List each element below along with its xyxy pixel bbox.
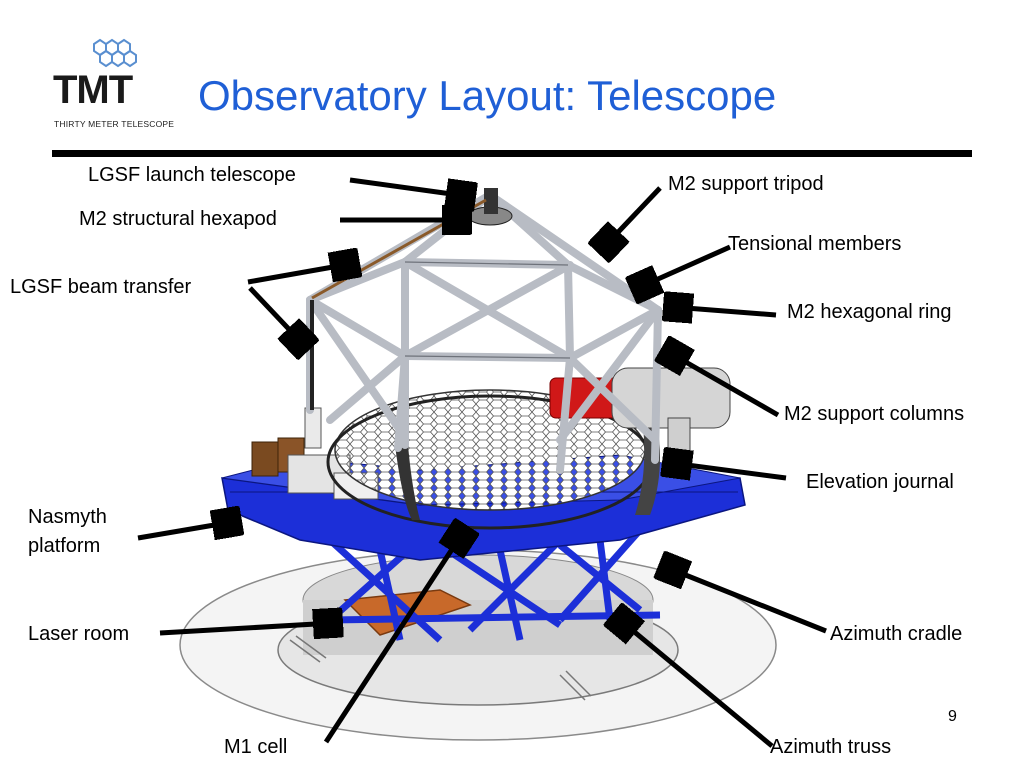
- label-m2-support-columns: M2 support columns: [784, 403, 965, 425]
- label-m2-structural-hexapod: M2 structural hexapod: [79, 208, 277, 230]
- instrument-brown-1: [251, 441, 279, 477]
- logo-subtitle: THIRTY METER TELESCOPE: [54, 119, 175, 129]
- callout-arrows: [137, 177, 827, 748]
- lgsf-beam-diag: [311, 198, 487, 300]
- label-azimuth-truss: Azimuth truss: [770, 736, 892, 758]
- hexagon-cluster-icon: [93, 38, 137, 68]
- title-divider: [52, 150, 972, 157]
- label-lgsf-launch-telescope: LGSF launch telescope: [88, 164, 296, 186]
- lgsf-launch-telescope: [484, 188, 498, 214]
- logo-wordmark: TMT: [53, 68, 133, 112]
- slide-title: Observatory Layout: Telescope: [198, 72, 777, 119]
- label-elevation-journal: Elevation journal: [806, 471, 954, 493]
- page-number: 9: [948, 708, 957, 725]
- stairs: [289, 635, 592, 701]
- lgsf-column: [304, 407, 322, 449]
- tmt-logo: TMT THIRTY METER TELESCOPE: [52, 36, 192, 136]
- label-nasmyth-line1: Nasmyth: [28, 506, 107, 528]
- label-azimuth-cradle: Azimuth cradle: [830, 623, 963, 645]
- label-m2-support-tripod: M2 support tripod: [668, 173, 824, 195]
- label-m1-cell: M1 cell: [224, 736, 288, 758]
- m2-truss-outline: [404, 261, 571, 359]
- label-tensional-members: Tensional members: [728, 233, 902, 255]
- label-lgsf-beam-transfer: LGSF beam transfer: [10, 276, 192, 298]
- label-laser-room: Laser room: [28, 623, 130, 645]
- label-nasmyth-line2: platform: [28, 535, 101, 557]
- elevation-journal-left: [395, 445, 420, 520]
- enclosure-box: [667, 417, 691, 463]
- label-m2-hexagonal-ring: M2 hexagonal ring: [787, 301, 952, 323]
